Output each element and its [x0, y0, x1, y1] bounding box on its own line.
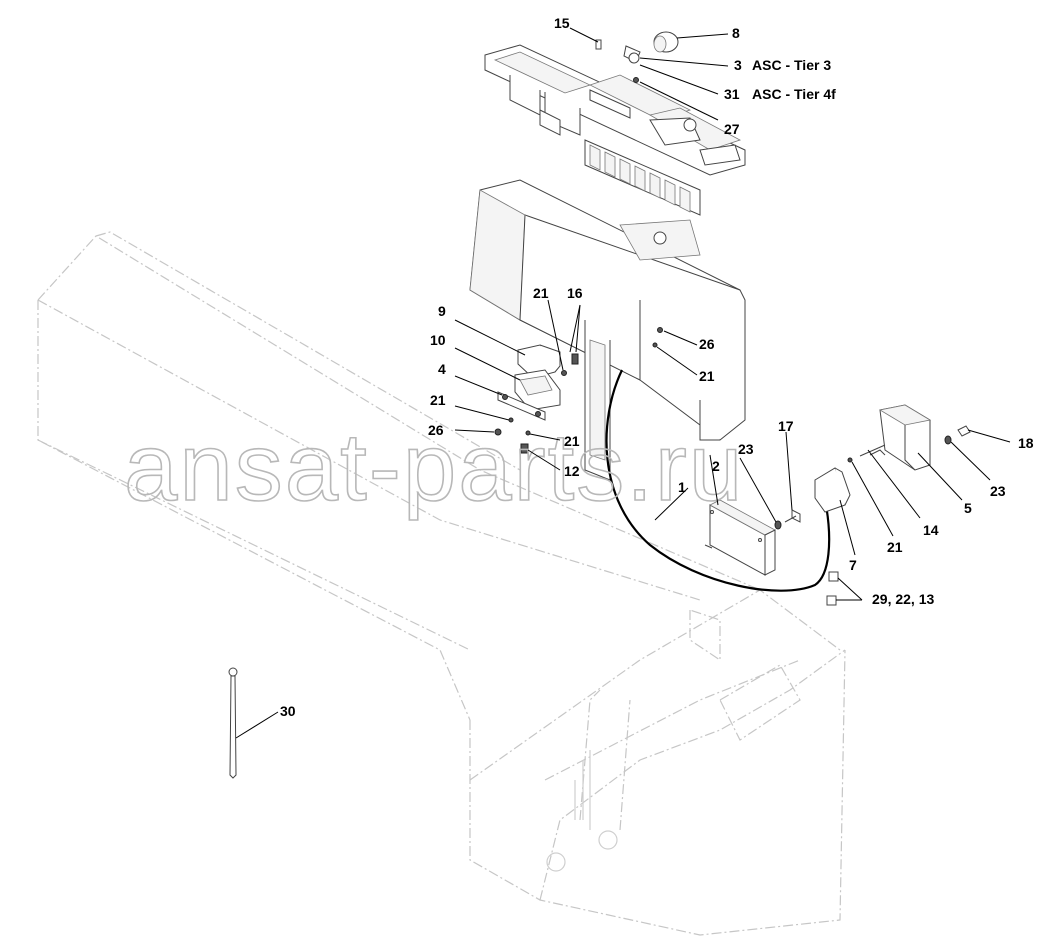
callout-5: 5: [964, 500, 972, 516]
callout-23-b: 23: [990, 483, 1006, 499]
callout-21-b: 21: [699, 368, 715, 384]
callout-21-c: 21: [430, 392, 446, 408]
watermark-text: ansat-parts.ru: [124, 414, 744, 521]
sensor-and-bracket: [814, 404, 971, 513]
fasteners: [494, 327, 663, 454]
screw-and-washer: [774, 509, 801, 530]
callout-10: 10: [430, 332, 446, 348]
callout-29-22-13: 29, 22, 13: [872, 591, 934, 607]
callout-26-a: 26: [699, 336, 715, 352]
callout-30: 30: [280, 703, 296, 719]
callout-31-note: ASC - Tier 4f: [752, 86, 836, 102]
callout-15: 15: [554, 15, 570, 31]
callout-17: 17: [778, 418, 794, 434]
wire-harness: [605, 369, 831, 592]
relay-block: [497, 344, 561, 421]
callout-26-b: 26: [428, 422, 444, 438]
cable-tie: [228, 667, 238, 779]
callout-9: 9: [438, 303, 446, 319]
control-panel-assembly: [484, 44, 746, 216]
callout-21-a: 21: [533, 285, 549, 301]
callout-18: 18: [1018, 435, 1034, 451]
callout-2: 2: [712, 458, 720, 474]
callout-3: 3: [734, 57, 742, 73]
machine-frame-outline: [37, 231, 846, 936]
leader-lines: [235, 27, 1011, 739]
callout-4: 4: [438, 361, 446, 377]
callout-16: 16: [567, 285, 583, 301]
callout-3-note: ASC - Tier 3: [752, 57, 831, 73]
callout-21-e: 21: [887, 539, 903, 555]
callout-1: 1: [678, 479, 686, 495]
callout-27: 27: [724, 121, 740, 137]
callout-21-d: 21: [564, 433, 580, 449]
callout-7: 7: [849, 557, 857, 573]
mounting-bracket: [469, 179, 746, 481]
callout-labels: 15 8 3 ASC - Tier 3 31 ASC - Tier 4f 27 …: [280, 15, 1034, 719]
callout-23-a: 23: [738, 441, 754, 457]
callout-31: 31: [724, 86, 740, 102]
callout-8: 8: [732, 25, 740, 41]
callout-12: 12: [564, 463, 580, 479]
top-small-parts: [595, 31, 679, 83]
control-module: [704, 499, 776, 576]
callout-14: 14: [923, 522, 939, 538]
